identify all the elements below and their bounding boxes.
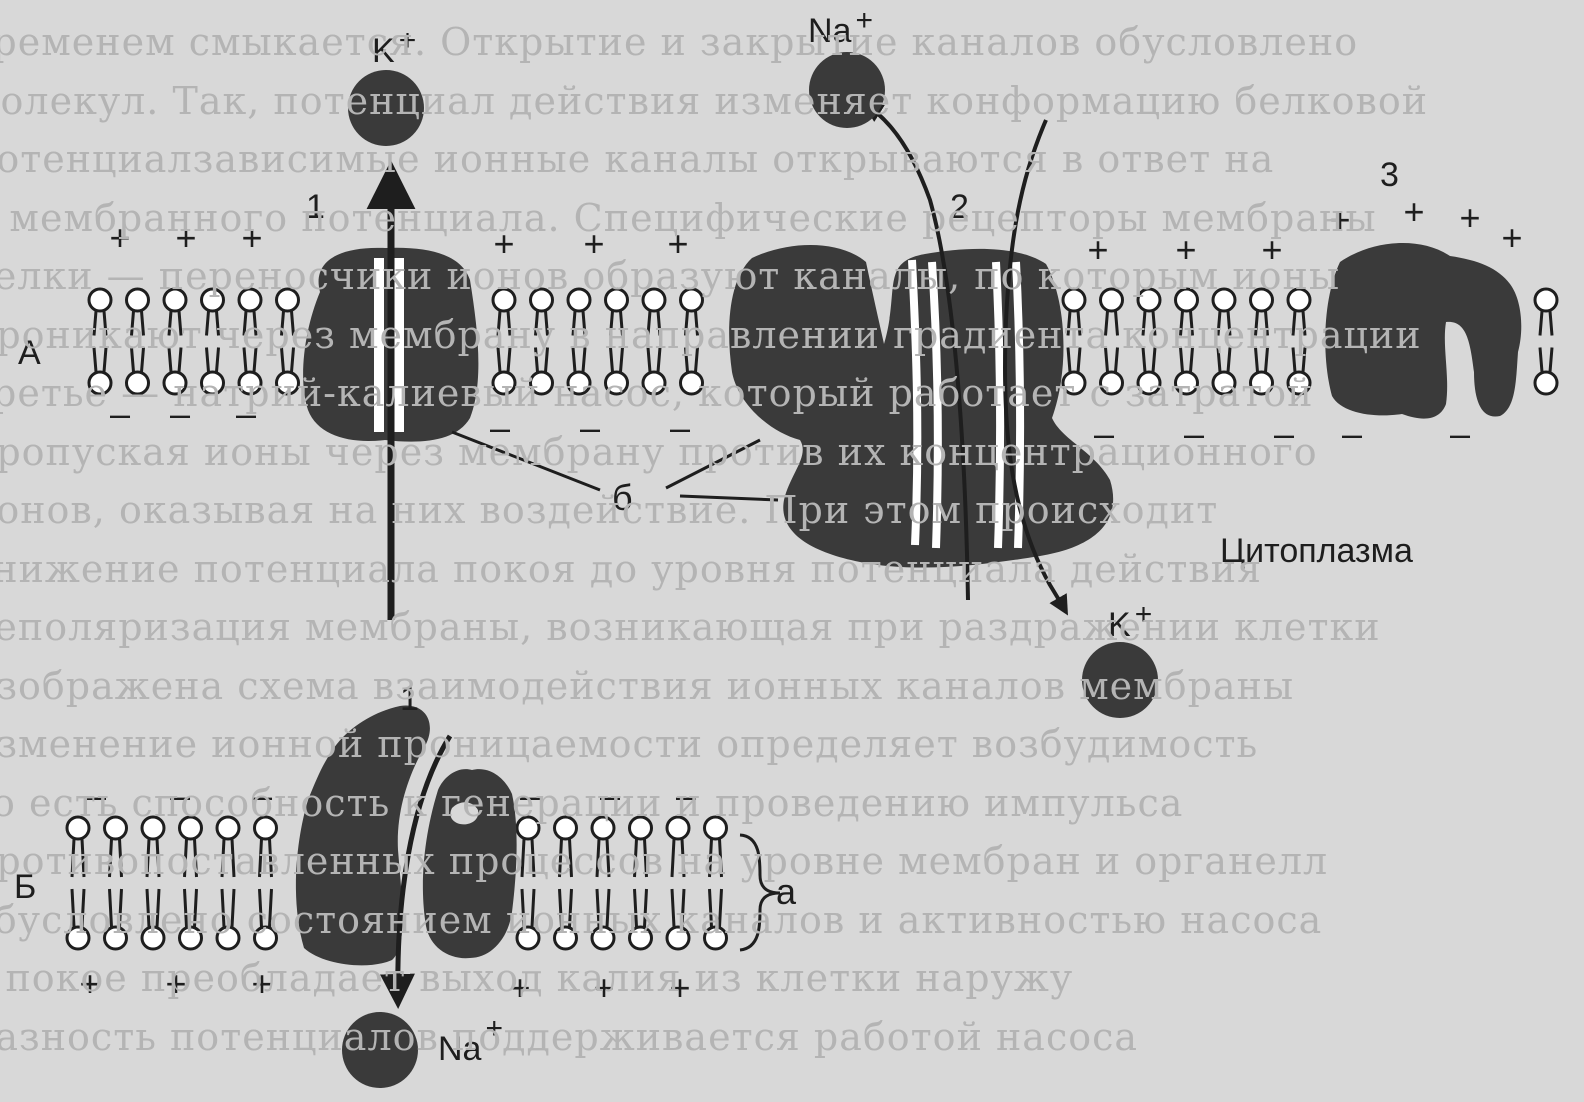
bleed-through-line: то есть способность к генерации и провед… — [0, 781, 1183, 825]
bleed-through-line: деполяризация мембраны, возникающая при … — [0, 605, 1381, 649]
bleed-through-line: ионов, оказывая на них воздействие. При … — [0, 488, 1218, 532]
bleed-through-line: временем смыкается. Открытие и закрытие … — [0, 20, 1358, 64]
bleed-through-line: молекул. Так, потенциал действия изменяе… — [0, 79, 1428, 123]
bleed-through-line: изменение ионной проницаемости определяе… — [0, 722, 1258, 766]
bleed-through-line: в покое преобладает выход калия из клетк… — [0, 956, 1073, 1000]
bleed-through-line: белки — переносчики ионов образуют канал… — [0, 254, 1340, 298]
bleed-through-line: потенциалзависимые ионные каналы открыва… — [0, 137, 1274, 181]
bleed-through-line: третье — натрий-калиевый насос, который … — [0, 371, 1314, 415]
bleed-through-line: противопоставленных процессов на уровне … — [0, 839, 1328, 883]
bleed-through-line: изображена схема взаимодействия ионных к… — [0, 664, 1294, 708]
bleed-through-line: проникают через мембрану в направлении г… — [0, 313, 1422, 357]
bleed-through-line: разность потенциалов поддерживается рабо… — [0, 1015, 1138, 1059]
bleed-through-line: и мембранного потенциала. Специфические … — [0, 196, 1377, 240]
bleed-through-line: снижение потенциала покоя до уровня поте… — [0, 547, 1262, 591]
bleed-through-line: обусловлено состоянием ионных каналов и … — [0, 898, 1322, 942]
bleed-through-line: пропуская ионы через мембрану против их … — [0, 430, 1318, 474]
